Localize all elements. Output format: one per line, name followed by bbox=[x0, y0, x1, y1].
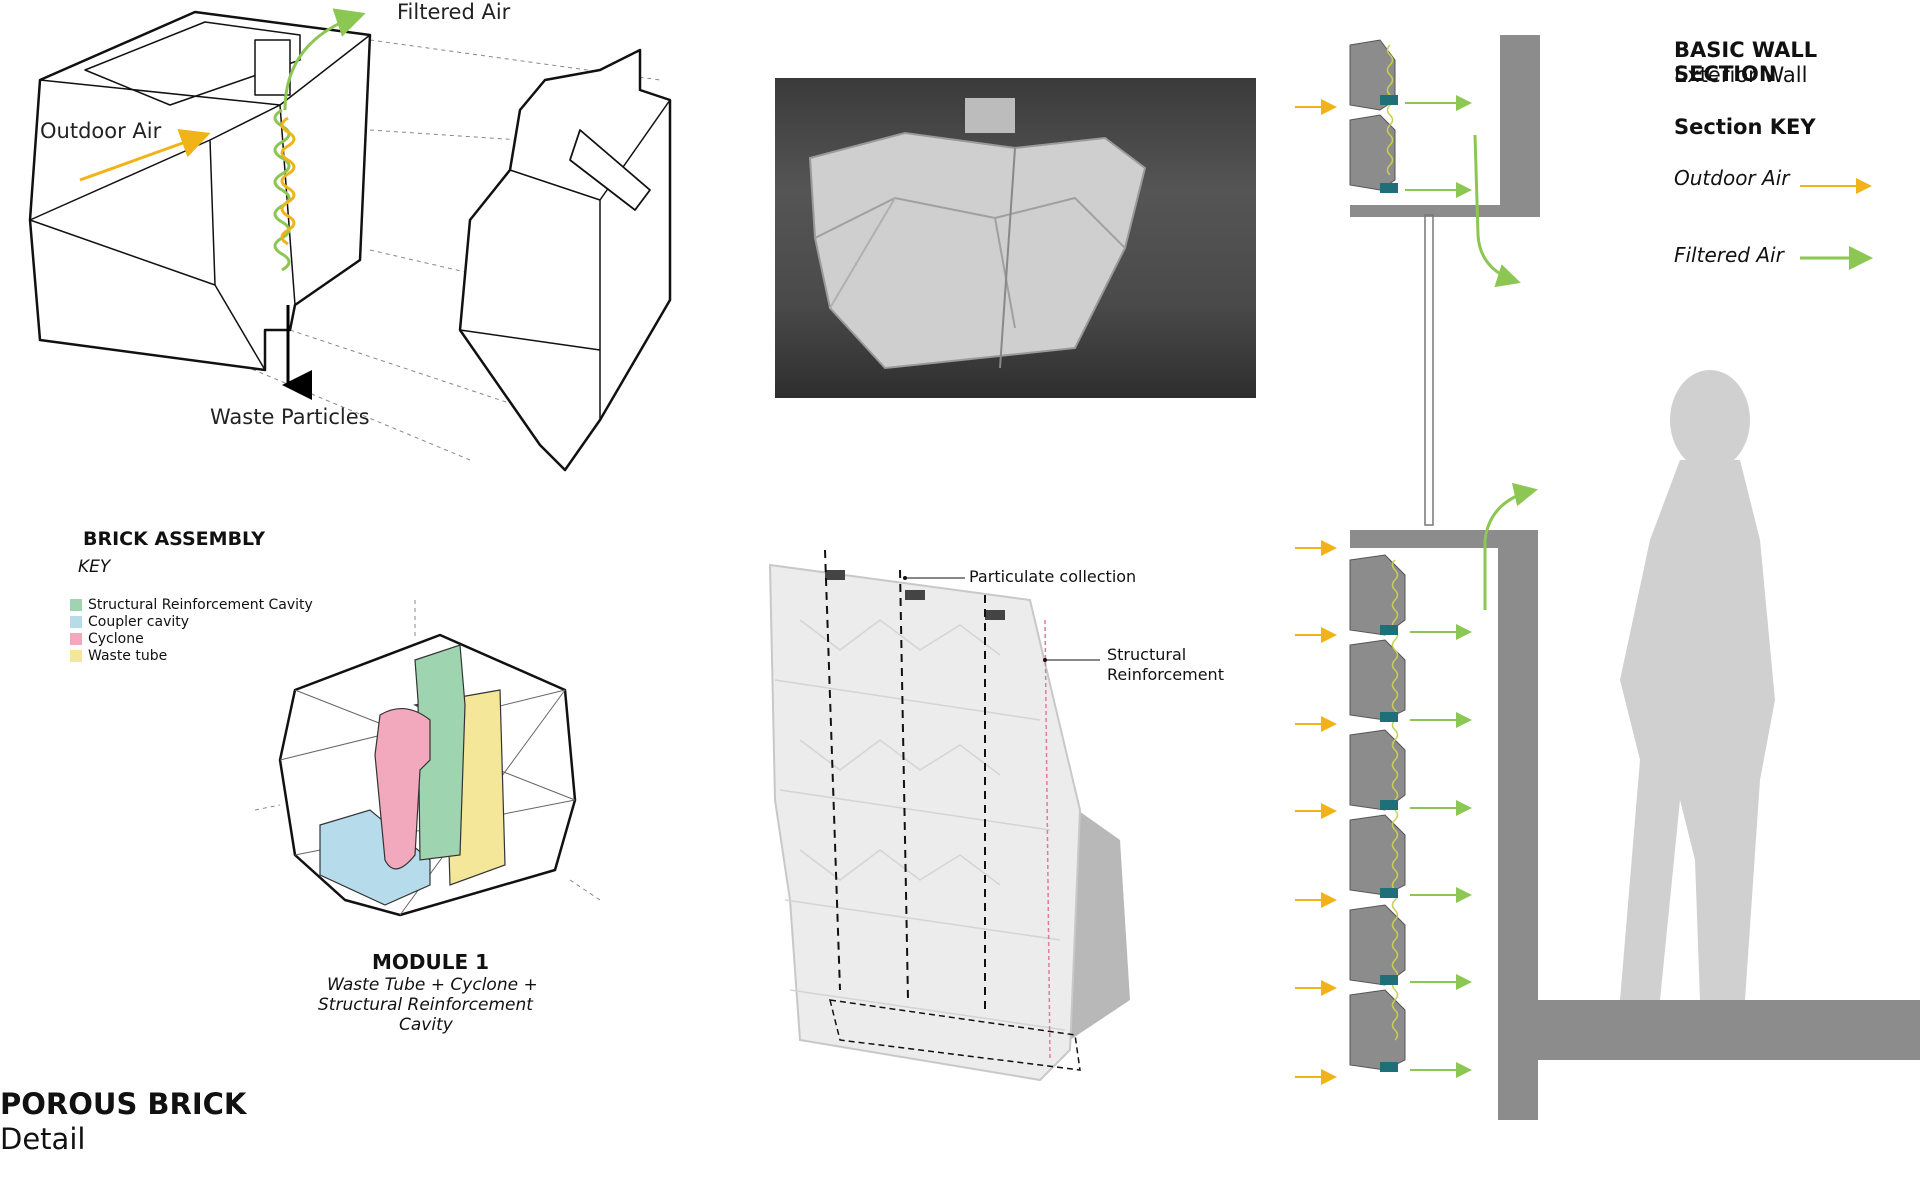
swatch-structural bbox=[70, 599, 82, 611]
key-item-coupler: Coupler cavity bbox=[70, 614, 189, 630]
swatch-coupler bbox=[70, 616, 82, 628]
person-silhouette bbox=[1620, 370, 1775, 1000]
section-key-filtered: Filtered Air bbox=[1674, 243, 1784, 267]
module-diagram bbox=[254, 600, 601, 917]
swatch-cyclone bbox=[70, 633, 82, 645]
assembly-key-subtitle: KEY bbox=[78, 557, 111, 577]
module-desc-1: Waste Tube + Cyclone + bbox=[327, 975, 538, 995]
structural-label-1: Structural bbox=[1107, 645, 1187, 664]
swatch-waste bbox=[70, 650, 82, 662]
page-title: POROUS BRICK bbox=[0, 1087, 247, 1121]
section-title: BASIC WALL SECTION bbox=[1674, 38, 1818, 86]
brick-right-outline bbox=[458, 48, 672, 472]
key-item-structural: Structural Reinforcement Cavity bbox=[70, 597, 313, 613]
page-subtitle: Detail bbox=[0, 1122, 86, 1156]
waste-particles-label: Waste Particles bbox=[210, 405, 370, 429]
brick-prototype-photo bbox=[775, 78, 1256, 398]
wall-render bbox=[768, 549, 1130, 1082]
key-item-cyclone: Cyclone bbox=[70, 631, 144, 647]
key-label-coupler: Coupler cavity bbox=[88, 614, 190, 630]
key-label-waste: Waste tube bbox=[88, 648, 168, 664]
section-subtitle: Exterior Wall bbox=[1674, 63, 1808, 87]
particulate-label: Particulate collection bbox=[969, 567, 1137, 586]
module-title: MODULE 1 bbox=[372, 950, 490, 974]
brick-isometric-diagram bbox=[28, 8, 672, 472]
filtered-air-label: Filtered Air bbox=[397, 0, 511, 24]
outdoor-air-label: Outdoor Air bbox=[40, 119, 162, 143]
assembly-key-title: BRICK ASSEMBLY bbox=[83, 528, 265, 550]
module-desc-2: Structural Reinforcement bbox=[318, 995, 533, 1015]
module-desc-3: Cavity bbox=[399, 1015, 453, 1035]
section-key-title: Section KEY bbox=[1674, 115, 1816, 139]
section-key-outdoor: Outdoor Air bbox=[1674, 166, 1790, 190]
key-label-structural: Structural Reinforcement Cavity bbox=[88, 597, 313, 613]
key-label-cyclone: Cyclone bbox=[88, 631, 144, 647]
key-item-waste: Waste tube bbox=[70, 648, 167, 664]
structural-label-2: Reinforcement bbox=[1107, 665, 1224, 684]
